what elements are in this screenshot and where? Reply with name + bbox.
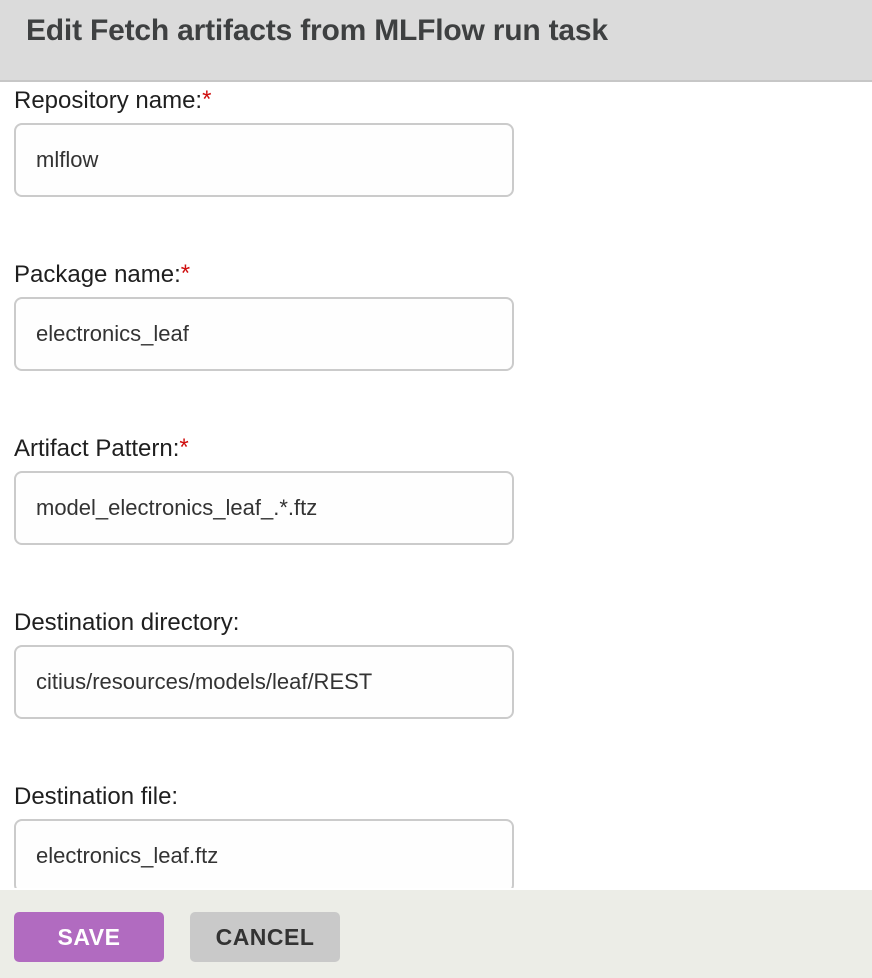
field-label: Artifact Pattern:* <box>14 434 872 464</box>
field-label-text: Destination directory: <box>14 609 240 636</box>
field-label-text: Repository name: <box>14 87 203 114</box>
field-label: Repository name:* <box>14 86 872 116</box>
form-field-group: Repository name:* <box>14 86 872 197</box>
required-asterisk: * <box>202 86 212 113</box>
field-label-text: Destination file: <box>14 783 179 810</box>
form-fields: Repository name:* Package name:* Artifac… <box>0 82 872 888</box>
dialog-header: Edit Fetch artifacts from MLFlow run tas… <box>0 0 872 82</box>
required-asterisk: * <box>179 434 189 461</box>
field-label-text: Artifact Pattern: <box>14 435 180 462</box>
field-label: Destination file:* <box>14 782 872 812</box>
input-destination-file[interactable] <box>14 819 514 888</box>
dialog-footer: SAVE CANCEL <box>0 890 872 978</box>
input-repository-name[interactable] <box>14 123 514 197</box>
required-asterisk: * <box>180 260 191 287</box>
field-label: Package name:* <box>14 260 872 290</box>
cancel-button[interactable]: CANCEL <box>190 912 340 962</box>
field-label-text: Package name: <box>14 261 181 288</box>
form-field-group: Destination file:* <box>14 782 872 888</box>
form-field-group: Destination directory:* <box>14 608 872 719</box>
form-field-group: Package name:* <box>14 260 872 371</box>
input-destination-directory[interactable] <box>14 645 514 719</box>
dialog-title: Edit Fetch artifacts from MLFlow run tas… <box>26 14 608 47</box>
form-field-group: Artifact Pattern:* <box>14 434 872 545</box>
field-label: Destination directory:* <box>14 608 872 638</box>
input-artifact-pattern[interactable] <box>14 471 514 545</box>
input-package-name[interactable] <box>14 297 514 371</box>
save-button[interactable]: SAVE <box>14 912 164 962</box>
